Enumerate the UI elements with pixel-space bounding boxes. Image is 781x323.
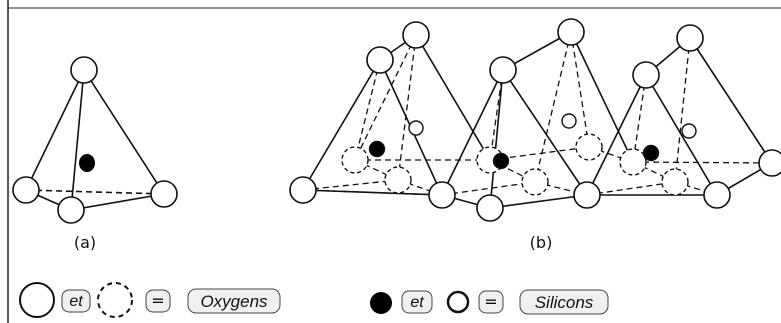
panel-a-tetrahedron xyxy=(25,69,165,211)
legend-silicon-filled-icon xyxy=(370,292,392,314)
oxygen-atom xyxy=(703,181,731,209)
oxygen-atom-hidden xyxy=(619,148,647,176)
panel-a-oxygens xyxy=(12,56,178,224)
silicon-atom-filled xyxy=(642,144,660,162)
legend-box xyxy=(478,290,504,314)
hidden-edge xyxy=(302,179,399,191)
oxygen-atom xyxy=(150,180,178,208)
edge xyxy=(570,31,634,163)
edge xyxy=(489,69,504,209)
hidden-edge xyxy=(354,159,399,181)
hidden-edge xyxy=(588,146,634,163)
hidden-edge xyxy=(397,34,417,181)
edge xyxy=(441,69,504,196)
hidden-edge xyxy=(632,161,773,164)
oxygen-atom xyxy=(676,24,704,52)
legend-oxygen-equals: = xyxy=(151,291,164,310)
oxygen-atom xyxy=(70,56,98,84)
oxygen-atom xyxy=(402,21,430,49)
hidden-edge xyxy=(632,161,676,183)
edge xyxy=(70,69,85,211)
legend-box xyxy=(145,289,171,313)
oxygen-atom xyxy=(366,46,394,74)
legend-oxygen-text: Oxygens xyxy=(200,292,268,311)
legend-box xyxy=(519,289,609,315)
edge xyxy=(302,59,381,191)
panel-b-label: (b) xyxy=(530,233,553,252)
silicon-atom-open xyxy=(561,113,577,129)
oxygen-atom xyxy=(557,18,585,46)
edge xyxy=(645,74,718,196)
hidden-edge xyxy=(354,34,417,161)
legend-silicon-equals: = xyxy=(484,292,497,311)
edge xyxy=(489,194,588,209)
edge xyxy=(70,193,165,211)
legend-box xyxy=(401,290,433,314)
panel-b-oxygens xyxy=(289,18,781,222)
edge xyxy=(502,69,588,196)
hidden-edge xyxy=(489,146,590,161)
hidden-edge xyxy=(534,31,572,183)
silicon-atom xyxy=(79,154,95,172)
oxygen-atom xyxy=(489,56,517,84)
oxygen-atom xyxy=(12,176,40,204)
hidden-edge xyxy=(674,181,718,196)
edge xyxy=(302,189,443,196)
oxygen-atom xyxy=(476,194,504,222)
legend-oxygen-connector: et xyxy=(69,293,83,310)
oxygen-atom-hidden xyxy=(341,146,369,174)
edge xyxy=(689,37,773,164)
hidden-edge xyxy=(354,59,381,161)
silicon-atom-filled xyxy=(492,152,510,170)
oxygen-atom-hidden xyxy=(661,168,689,196)
oxygen-atom xyxy=(573,181,601,209)
hidden-edge xyxy=(674,37,691,183)
edge xyxy=(25,69,85,191)
legend-box xyxy=(187,288,281,314)
legend-silicon-connector: et xyxy=(410,294,424,311)
hidden-edge xyxy=(397,179,443,196)
legend-oxygen-dashed-icon xyxy=(97,282,133,318)
hidden-edge xyxy=(441,181,536,196)
edge xyxy=(415,34,491,161)
oxygen-atom xyxy=(57,196,85,224)
hidden-edge xyxy=(25,189,165,195)
oxygen-atom-hidden xyxy=(384,166,412,194)
panel-b-hidden-oxygens xyxy=(341,133,689,196)
legend-box xyxy=(61,289,91,313)
edge xyxy=(586,74,647,196)
oxygen-atom xyxy=(428,181,456,209)
oxygen-atom-hidden xyxy=(521,168,549,196)
oxygen-atom xyxy=(289,176,317,204)
legend: et = Oxygens et = Silicons xyxy=(19,282,609,318)
panel-a-label: (a) xyxy=(74,233,96,252)
legend-silicon-text: Silicons xyxy=(535,293,594,312)
oxygen-atom-hidden xyxy=(575,133,603,161)
edge xyxy=(83,69,165,195)
silicon-atom-open xyxy=(408,120,424,136)
panel-b-silicons xyxy=(368,113,697,170)
legend-oxygen-solid-icon xyxy=(19,282,55,318)
oxygen-atom xyxy=(758,149,781,177)
silicon-atom-filled xyxy=(368,140,386,158)
legend-silicon-open-icon xyxy=(446,290,470,314)
oxygen-atom xyxy=(632,61,660,89)
hidden-edge xyxy=(632,74,647,163)
hidden-edge xyxy=(586,181,676,196)
silicon-atom-open xyxy=(681,123,697,139)
